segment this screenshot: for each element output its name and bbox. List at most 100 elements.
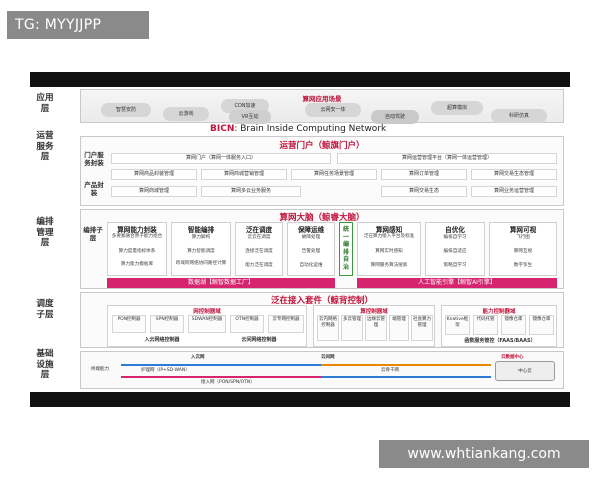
ctrl-layer-title: 泛在接入套件（鲸背控制）: [270, 296, 373, 306]
scenario-cloud: 超算模拟: [431, 101, 483, 115]
orch-layer-title: 算网大脑（鲸睿大脑）: [279, 213, 365, 223]
controller-item: 云专网控制器: [268, 315, 304, 333]
scenario-cloud: 自动驾驶: [371, 110, 419, 124]
ops-side-label-product: 产品封装: [84, 181, 104, 197]
module-title: 自优化: [445, 226, 465, 234]
module-network-sensing: 算网感知 泛在算力接入平台及标准 算网实时感知 算网服务算法搜索: [357, 222, 421, 276]
bottom-black-bar: [30, 392, 570, 407]
module-ubiquitous-scheduling: 泛在调度 云云在调度 连接泛在调度 能力泛在调度: [235, 222, 283, 276]
central-cloud-label: 中心云: [518, 369, 532, 374]
domain-title: 网控制器域: [193, 309, 221, 315]
controller-item: OTN控制器: [230, 315, 264, 333]
terminal-capability-label: 终端能力: [91, 367, 109, 372]
module-item: 泛在算力接入平台及标准: [363, 234, 415, 239]
module-item: 算网实时感知: [375, 249, 403, 254]
controller-item: SDWAN控制器: [188, 315, 226, 333]
domain-footer: 函数服务管控（FAAS/BAAS）: [464, 338, 536, 344]
controller-item: 社会算力管理: [411, 315, 433, 341]
ops-product-cell: 算网商城管理: [111, 186, 197, 197]
network-controller-domain: 网控制器域 PON控制器 SPN控制器 SDWAN控制器 OTN控制器 云专网控…: [107, 305, 307, 347]
ops-portal-cell: 算网门户（算网一体服务入口）: [111, 153, 331, 164]
layer-label-app: 应用层: [36, 93, 54, 114]
capability-controller-domain: 能力控制器域 Knative框架 代码托管 镜像仓库 镜像仓库 函数服务管控（F…: [441, 305, 557, 347]
app-layer-band: 算网应用场景 智慧安防 云游戏 CDN加速 VR互动 云网安一体 自动驾驶 超算…: [80, 89, 564, 124]
controller-item: 边缘云管理: [365, 315, 387, 341]
infra-layer-band: 入云网 云间网 云数据中心 终端能力 护理网（IP+SD-WAN） 接入网（PO…: [80, 351, 564, 389]
backbone-network-line: [321, 364, 491, 366]
ops-layer-band: 运营门户（鲸旗门户） 门户服务封装 产品封装 算网门户（算网一体服务入口） 算网…: [80, 136, 564, 206]
layer-label-ctrl: 调度子层: [36, 299, 54, 320]
scenario-cloud: 云游戏: [163, 107, 209, 121]
controller-item: Knative框架: [445, 315, 470, 335]
controller-item: 云内网络控制器: [317, 315, 339, 341]
module-title: 泛在调度: [245, 226, 273, 234]
module-item: 飞行图: [516, 235, 530, 240]
domain-footer: 云间网络控制器: [241, 337, 277, 343]
module-item: 算力智能调度: [187, 249, 215, 254]
ops-portal-cell: 算网运营管理平台（算网一体运营管理）: [337, 153, 557, 164]
module-title: 算网能力封装: [117, 226, 157, 234]
infra-network-label: 接入网（PON/SPN/OTN）: [201, 380, 255, 385]
module-self-optimization: 自优化 编排自学习 编排自适应 策略自学习: [425, 222, 485, 276]
domain-footer: 入云网络控制器: [144, 337, 180, 343]
ops-product-cell: 算网多云业务服务: [201, 186, 301, 197]
controller-item: 代码托管: [473, 315, 498, 335]
module-item: 数字孪生: [513, 263, 533, 268]
architecture-diagram: 应用层 运营服务层 编排管理层 调度子层 基础设施层 算网应用场景 智慧安防 云…: [30, 87, 570, 392]
scenario-cloud: 智慧安防: [101, 103, 151, 117]
module-item: 连接泛在调度: [245, 249, 273, 254]
access-network-line-2: [121, 376, 321, 378]
module-item: 算力能力模板库: [120, 262, 154, 267]
controller-item: 端管理: [389, 315, 409, 341]
module-title: 算网感知: [375, 226, 403, 234]
module-network-visualization: 算网可视 飞行图 算网互视 数字孪生: [489, 222, 557, 276]
module-item: 告警处理: [301, 249, 321, 254]
infra-segment-label: 入云网: [191, 355, 205, 360]
controller-item: 镜像仓库: [501, 315, 526, 335]
module-item: 云云在调度: [247, 235, 271, 240]
module-capability-packaging: 算网能力封装 多要素融合原子能力组合 算力度量指标体系 算力能力模板库: [107, 222, 167, 276]
layer-label-column: 应用层 运营服务层 编排管理层 调度子层 基础设施层: [30, 87, 78, 392]
central-cloud-box: 中心云: [495, 361, 555, 381]
ops-side-label-portal: 门户服务封装: [84, 151, 104, 167]
bicn-text: : Brain Inside Computing Network: [234, 124, 387, 134]
scenario-cloud: 科研仿真: [491, 109, 547, 123]
bicn-heading: BICN: Brain Inside Computing Network: [210, 124, 386, 134]
access-network-line: [121, 364, 321, 366]
infra-network-label: 云骨干网: [381, 368, 399, 373]
module-title: 保障运维: [297, 226, 325, 234]
orch-layer-band: 算网大脑（鲸睿大脑） 编排子层 算网能力封装 多要素融合原子能力组合 算力度量指…: [80, 209, 564, 289]
ops-product-cell: 算网交易生态: [381, 186, 467, 197]
module-title: 统一编排自治: [342, 226, 349, 271]
module-item: 故障处理: [301, 235, 321, 240]
website-watermark: www.whtiankang.com: [379, 440, 589, 468]
layer-label-ops: 运营服务层: [36, 131, 54, 162]
compute-controller-domain: 算控制器域 云内网络控制器 多云管理 边缘云管理 端管理 社会算力管理: [313, 305, 435, 347]
module-item: 跨域跨网络协同路径计算: [175, 261, 227, 266]
domain-title: 算控制器域: [360, 309, 388, 315]
orch-side-label: 编排子层: [83, 226, 103, 242]
controller-item: 多云管理: [341, 315, 363, 341]
module-item: 算力解构: [191, 235, 211, 240]
module-item: 能力泛在调度: [245, 263, 273, 268]
bicn-prefix: BICN: [210, 124, 235, 134]
ctrl-layer-band: 泛在接入套件（鲸背控制） 网控制器域 PON控制器 SPN控制器 SDWAN控制…: [80, 292, 564, 348]
module-title: 算网可视: [509, 226, 537, 234]
module-assurance-ops: 保障运维 故障处理 告警处理 自动化运维: [287, 222, 335, 276]
infra-segment-label: 云间网: [321, 355, 335, 360]
module-item: 自动化运维: [299, 263, 323, 268]
domain-title: 能力控制器域: [482, 309, 516, 315]
data-lake-bar: 数据湖【鲸智数据工厂】: [107, 278, 335, 288]
ops-product-cell: 算网任务场景管理: [291, 169, 377, 180]
ai-engine-bar: 人工智能引擎【鲸智AI引擎】: [357, 278, 557, 288]
scenario-cloud: VR互动: [229, 110, 271, 124]
ops-layer-title: 运营门户（鲸旗门户）: [279, 141, 365, 151]
controller-item: 镜像仓库: [529, 315, 554, 335]
module-unified-orchestration: 统一编排自治: [339, 222, 353, 276]
infra-network-label: 护理网（IP+SD-WAN）: [141, 368, 190, 373]
module-item: 编排自适应: [443, 249, 467, 254]
module-item: 算力度量指标体系: [118, 249, 156, 254]
controller-item: PON控制器: [112, 315, 146, 333]
scenario-cloud: 云网安一体: [305, 103, 361, 117]
